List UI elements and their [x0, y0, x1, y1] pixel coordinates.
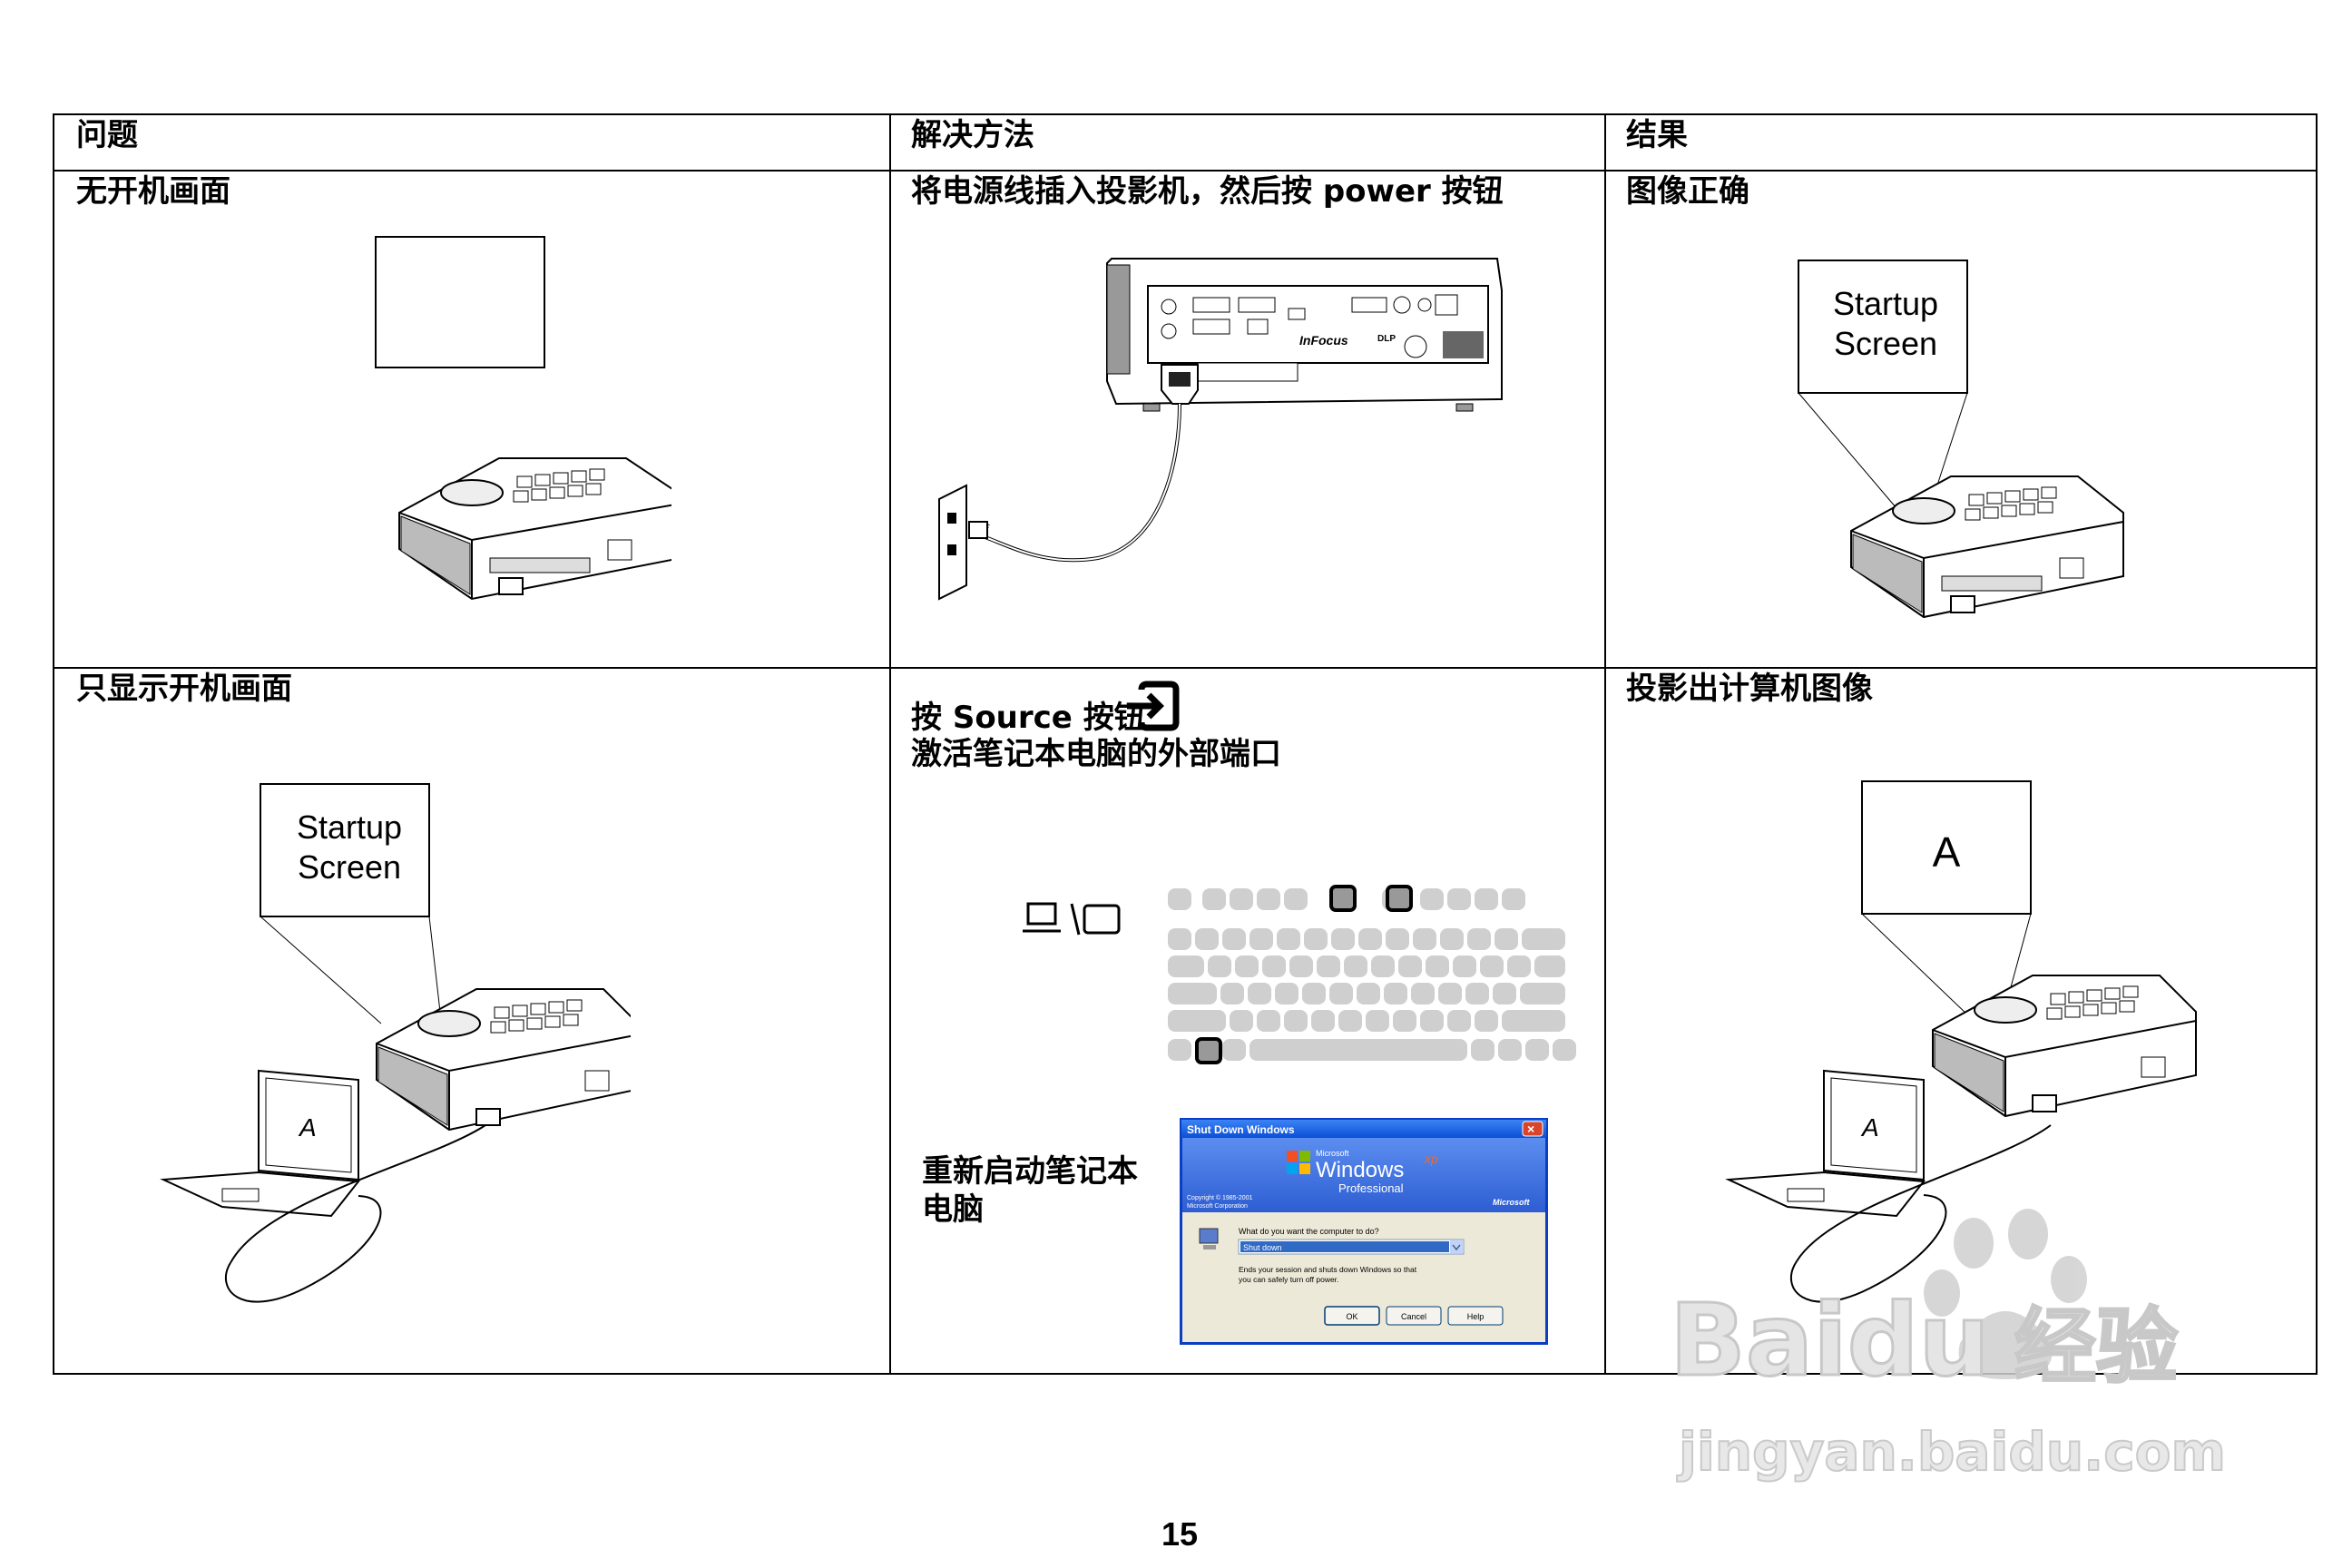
column-divider-2: [1604, 115, 1606, 1373]
startup-screen-text-line2: Screen: [1834, 325, 1937, 362]
dialog-description-line1: Ends your session and shuts down Windows…: [1239, 1265, 1417, 1274]
projector-brand-label: InFocus: [1299, 333, 1348, 348]
svg-text:×: ×: [1527, 1122, 1534, 1136]
laptop-screen-letter: A: [1860, 1113, 1879, 1142]
cancel-label: Cancel: [1401, 1312, 1426, 1321]
startup-screen-text-line1: Startup: [297, 808, 402, 846]
projector-icon: [1932, 975, 2197, 1118]
row1-result: 图像正确: [1626, 173, 1749, 210]
edition-label: Professional: [1338, 1181, 1404, 1195]
projector-icon: [398, 457, 671, 601]
action-selected: Shut down: [1243, 1243, 1282, 1252]
dlp-label: DLP: [1377, 334, 1396, 344]
page-number: 15: [1161, 1515, 1199, 1553]
row2-restart-line1: 重新启动笔记本: [922, 1153, 1138, 1190]
laptop-image-projector-illustration: A A: [1725, 780, 2197, 1303]
projector-icon: [376, 988, 631, 1132]
row2-restart-line2: 电脑: [922, 1191, 984, 1228]
highlighted-fn-keys: [1195, 885, 1413, 1064]
projector-icon: [1850, 475, 2124, 619]
laptop-icon: A: [1725, 1069, 1926, 1218]
xp-mark: xp: [1424, 1152, 1438, 1166]
laptop-monitor-switch-icon: [1023, 902, 1121, 936]
dialog-description-line2: you can safely turn off power.: [1239, 1275, 1338, 1284]
dialog-question: What do you want the computer to do?: [1239, 1227, 1379, 1236]
close-icon[interactable]: [1522, 1121, 1544, 1137]
startup-screen-box: [1798, 260, 1968, 394]
laptop-screen-letter: A: [298, 1113, 317, 1142]
header-problem: 问题: [76, 117, 138, 153]
projected-image-box: [1861, 780, 2032, 915]
microsoft-logo: Microsoft: [1493, 1198, 1531, 1207]
power-plug-icon: [1161, 364, 1199, 405]
startup-screen-box: [260, 783, 430, 917]
projected-image-letter: A: [1933, 828, 1961, 876]
laptop-startup-projector-illustration: Startup Screen A: [160, 783, 631, 1303]
header-solution: 解决方法: [911, 117, 1034, 153]
watermark-brand: Baidu: [1670, 1282, 1990, 1398]
ok-label: OK: [1346, 1312, 1357, 1321]
row1-solution: 将电源线插入投影机，然后按 power 按钮: [911, 173, 1504, 210]
watermark-product: 经验: [2014, 1299, 2178, 1395]
startup-screen-projector-illustration: Startup Screen: [1798, 260, 2124, 619]
source-button-icon: [1127, 681, 1180, 731]
troubleshooting-table: [53, 113, 2318, 1375]
computer-icon: [1199, 1228, 1219, 1250]
windows-wordmark: Windows: [1316, 1158, 1404, 1182]
row2-solution-line1: 按 Source 按钮: [911, 700, 1145, 736]
power-cord-projector-illustration: InFocus DLP: [938, 258, 1503, 601]
header-divider: [54, 170, 2316, 172]
startup-screen-text-line1: Startup: [1833, 285, 1938, 322]
paw-icon: [1924, 1209, 2087, 1379]
projector-rear-icon: InFocus DLP: [1106, 258, 1503, 412]
column-divider-1: [889, 115, 891, 1373]
laptop-keyboard-diagram: [1168, 885, 1576, 1064]
copyright-line2: Microsoft Corporation: [1187, 1203, 1248, 1210]
shutdown-windows-dialog: Shut Down Windows × Microsoft Windows xp…: [1180, 1118, 1548, 1345]
watermark-url: jingyan.baidu.com: [1677, 1421, 2226, 1483]
row2-problem: 只显示开机画面: [76, 671, 292, 707]
row2-result: 投影出计算机图像: [1626, 671, 1873, 707]
help-button[interactable]: [1447, 1306, 1504, 1326]
brand-small: Microsoft: [1316, 1149, 1349, 1158]
chevron-down-icon: [1450, 1240, 1463, 1253]
copyright-line1: Copyright © 1985-2001: [1187, 1194, 1253, 1201]
blank-screen: [375, 236, 545, 368]
row1-problem: 无开机画面: [76, 173, 230, 210]
windows-flag-icon: [1287, 1151, 1310, 1174]
blank-screen-projector-illustration: [375, 236, 671, 601]
header-result: 结果: [1626, 117, 1688, 153]
wall-outlet-icon: [938, 484, 988, 601]
dialog-title: Shut Down Windows: [1187, 1123, 1295, 1136]
startup-screen-text-line2: Screen: [298, 848, 401, 886]
laptop-icon: A: [160, 1069, 360, 1218]
row-divider: [54, 667, 2316, 669]
cancel-button[interactable]: [1386, 1306, 1442, 1326]
help-label: Help: [1467, 1312, 1485, 1321]
baidu-watermark: Baidu 经验 jingyan.baidu.com: [1670, 1209, 2227, 1484]
row2-solution-line2: 激活笔记本电脑的外部端口: [911, 736, 1281, 772]
ok-button[interactable]: [1324, 1306, 1380, 1326]
